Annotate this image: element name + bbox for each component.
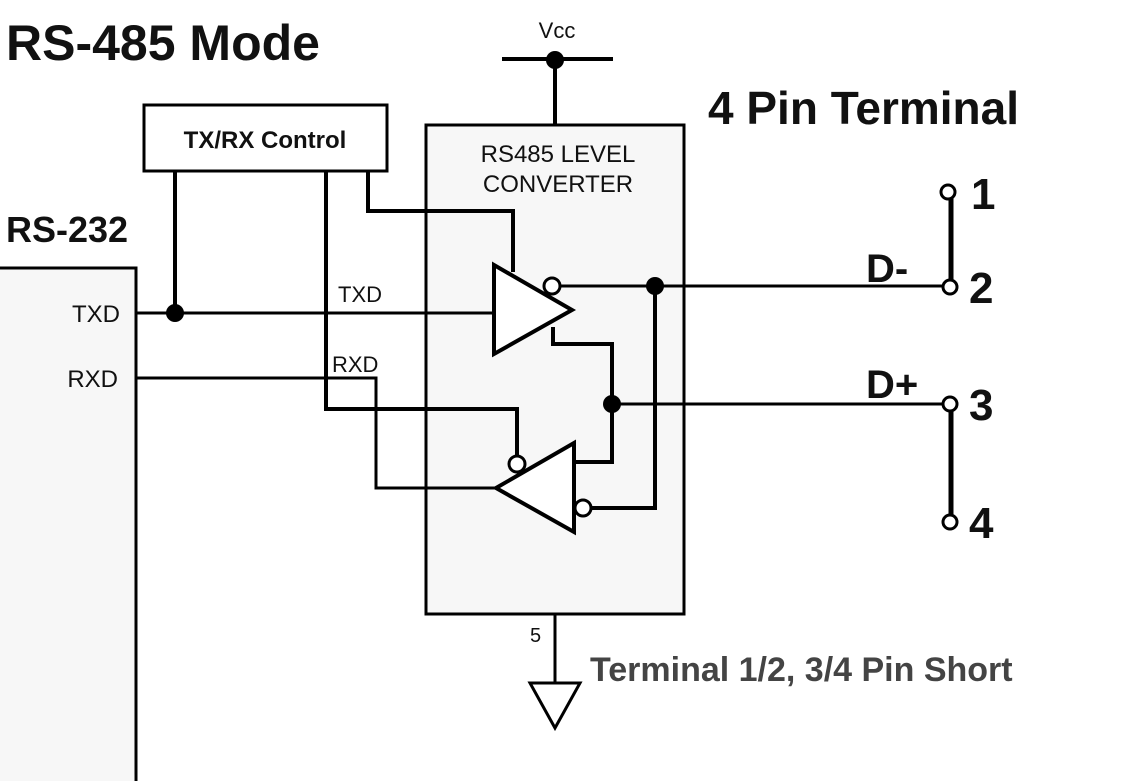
rs232-txd-pin: TXD: [72, 301, 120, 328]
txd-signal-label: TXD: [338, 282, 382, 307]
short-pins-note: Terminal 1/2, 3/4 Pin Short: [590, 651, 1013, 689]
rs232-block-fill: [0, 270, 134, 781]
ground-icon: [527, 681, 583, 732]
receiver-buffer: [491, 439, 576, 536]
rs232-label: RS-232: [6, 209, 128, 250]
d-plus-label: D+: [866, 363, 918, 407]
terminal-pin-2: [941, 278, 959, 296]
rs232-rxd-pin: RXD: [67, 366, 118, 393]
terminal-pin-4-label: 4: [969, 499, 994, 548]
terminal-pin-1-label: 1: [971, 170, 995, 219]
rs485-converter-box: [424, 123, 686, 616]
driver-enable-wire: [366, 171, 515, 272]
rxd-wire: [136, 376, 495, 490]
terminal-title: 4 Pin Terminal: [708, 82, 1019, 134]
driver-buffer: [492, 261, 577, 358]
diagram-title: RS-485 Mode: [6, 15, 320, 71]
receiver-enable-bubble: [507, 454, 527, 474]
txrx-control-box: [142, 103, 389, 173]
terminal-pin-1: [939, 183, 957, 201]
ground-pin-label: 5: [530, 625, 541, 647]
driver-noninverted-wire: [551, 327, 614, 464]
receiver-enable-wire: [324, 171, 519, 458]
terminal-pin-4: [941, 513, 959, 531]
converter-label-line2: CONVERTER: [483, 171, 633, 198]
receiver-inverted-input-wire: [591, 286, 657, 510]
driver-inverted-output-bubble: [542, 276, 562, 296]
receiver-inverted-input-bubble: [573, 498, 593, 518]
d-minus-label: D-: [866, 247, 908, 291]
converter-label-line1: RS485 LEVEL: [481, 141, 636, 168]
terminal-pin-3-label: 3: [969, 381, 993, 430]
vcc-label: Vcc: [539, 18, 576, 43]
terminal-pin-2-label: 2: [969, 264, 993, 313]
txrx-control-label: TX/RX Control: [184, 127, 347, 154]
terminal-pin-3: [941, 395, 959, 413]
rxd-signal-label: RXD: [332, 352, 378, 377]
